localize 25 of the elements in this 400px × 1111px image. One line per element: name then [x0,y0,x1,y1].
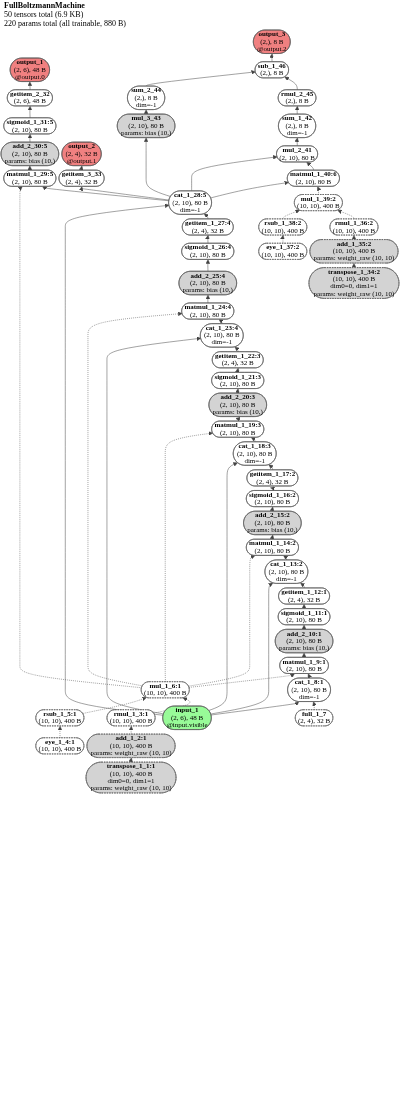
arrow [301,604,307,610]
arrow [269,535,275,541]
arrow [204,214,209,220]
arrow [79,166,84,172]
summary-note: 220 params total (all trainable, 880 B) [4,19,127,29]
arrow [218,319,224,325]
arrow [128,758,133,763]
arrow [235,368,240,374]
diagram-title: FullBoltzmannMachine [4,2,86,11]
arrow [307,673,312,679]
arrow [143,110,149,115]
arrow [300,583,306,589]
arrow [235,417,241,422]
arrow [283,555,289,561]
arrow [27,166,33,172]
arrow [269,507,275,513]
arrow [234,347,240,353]
arrow [270,486,275,492]
summary-note: 50 tensors total (6.9 KB) [4,10,84,19]
arrow [351,235,357,241]
arrow [351,263,357,269]
arrow [301,625,307,631]
arrow [235,389,240,394]
arrow [301,653,307,659]
arrow [251,437,256,443]
